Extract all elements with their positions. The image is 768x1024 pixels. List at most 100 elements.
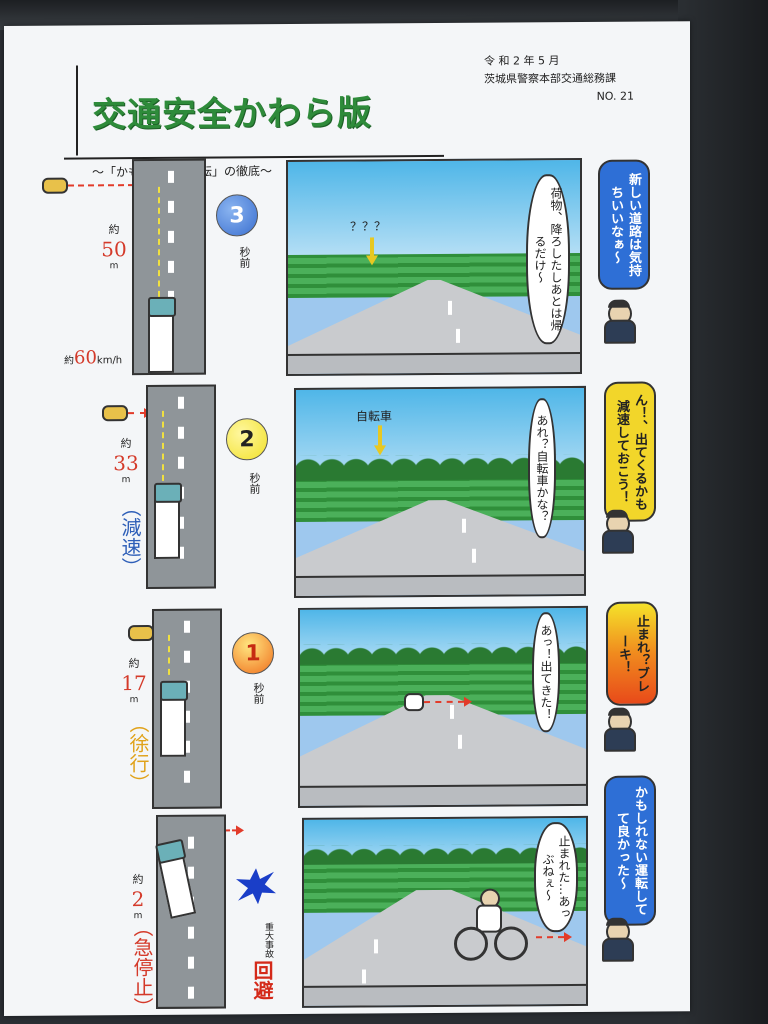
driver-hair (608, 707, 630, 716)
truck-cab (160, 680, 188, 701)
road-marking (450, 704, 454, 719)
distance-label: 約 2 m (118, 871, 158, 921)
speech-bubble: あっ！出てきた！ (532, 612, 560, 733)
issue-date: 令 和 2 年 5 月 (484, 54, 560, 68)
speed-prefix: 約 (64, 355, 74, 367)
dashboard (304, 983, 586, 1006)
poster-screen: 交通安全かわら版 ～「かもしれない運転」の徹底～ 令 和 2 年 5 月 茨城県… (4, 21, 690, 1016)
thought-bubble: ん！、出てくるかも減速しておこう！ (604, 381, 656, 522)
arrow-head-icon (464, 696, 472, 707)
pointer-arrow-icon (366, 255, 378, 266)
overhead-road (152, 608, 222, 809)
seconds-label: 秒前 (238, 246, 251, 269)
cyclist-figure-icon (454, 888, 528, 961)
speed-unit: km/h (96, 355, 123, 367)
distance-value: 50 (101, 237, 127, 262)
distance-label: 約 50 m (94, 221, 134, 271)
cyclist-path-arrow (536, 936, 564, 939)
lane-marking (168, 170, 174, 183)
monitor-bezel-right (678, 0, 768, 1024)
distance-value: 17 (121, 671, 147, 696)
truck-cab (154, 482, 182, 503)
lane-marking (168, 200, 174, 213)
lane-marking (184, 650, 190, 663)
arrow-head-icon (236, 825, 244, 836)
scene-label: ？？？ (350, 219, 387, 234)
dashboard (296, 573, 584, 596)
row-3-seconds: 約 50 m 約60km/h 3 秒前 ？？？ 荷物、降ろしたしあとは帰るだけ～… (4, 151, 690, 381)
cyclist-icon (128, 624, 154, 642)
road-marking (374, 939, 378, 954)
distance-unit: m (109, 261, 119, 272)
driver-body (602, 937, 634, 962)
cyclist-icon (42, 177, 68, 194)
cyclist-marker-icon (42, 177, 68, 194)
driver-view-panel: ？？？ 荷物、降ろしたしあとは帰るだけ～ (286, 157, 582, 377)
row-1-second: 約 17 m （徐行） 1 秒前 あっ！出てきた！ 止まれ？ブレーキ！ (4, 601, 690, 816)
driver-view-panel: 自転車 あれ？自転車かな？ (294, 385, 586, 598)
lane-marking (188, 866, 194, 879)
issuer-name: 茨城県警察本部交通総務課 (484, 71, 616, 86)
distance-unit: m (121, 475, 131, 486)
thought-bubble: 止まれ？ブレーキ！ (606, 601, 658, 706)
seconds-value: 3 (229, 202, 245, 228)
truck-cab (148, 296, 176, 317)
pointer-stem (378, 425, 382, 448)
lane-marking (178, 396, 184, 409)
truck-cab (154, 838, 187, 865)
road-marking (456, 328, 460, 343)
road-marking (458, 734, 462, 749)
seconds-value: 1 (245, 640, 261, 666)
lane-marking (178, 456, 184, 469)
distance-value: 2 (131, 887, 145, 912)
road-marking (362, 969, 366, 984)
overhead-road (132, 158, 206, 376)
driver-body (604, 727, 636, 752)
lane-marking (184, 620, 190, 633)
speech-bubble: 荷物、降ろしたしあとは帰るだけ～ (526, 174, 570, 345)
lane-marking (188, 926, 194, 939)
lane-marking (168, 230, 174, 243)
driver-avatar (602, 509, 634, 554)
action-label: （減速） (118, 497, 142, 578)
seconds-badge: 3 (216, 194, 258, 237)
lane-marking (178, 426, 184, 439)
cyclist-icon (102, 405, 128, 422)
impact-burst-icon (236, 868, 276, 904)
truck-icon (154, 838, 197, 919)
poster-title: 交通安全かわら版 (92, 93, 372, 136)
dashboard (300, 783, 586, 806)
thought-bubble: かもしれない運転してて良かった～ (604, 775, 656, 926)
cyclist-path-arrow (68, 184, 134, 187)
seconds-label: 秒前 (252, 682, 265, 705)
lane-marking (188, 956, 194, 969)
lane-marking (184, 770, 190, 783)
truck-icon (154, 482, 182, 559)
seconds-value: 2 (239, 426, 255, 452)
driver-view-panel: あっ！出てきた！ (298, 605, 588, 808)
distance-prefix: 約 (132, 873, 144, 887)
road-marking (462, 518, 466, 533)
driver-hair (608, 299, 630, 308)
title-vertical-rule (76, 65, 78, 156)
dashboard (288, 351, 580, 375)
road-marking (448, 300, 452, 315)
driver-avatar (604, 707, 636, 752)
speech-bubble: あれ？自転車かな？ (528, 398, 556, 539)
travel-path (158, 186, 160, 297)
distance-label: 約 33 m (106, 435, 146, 485)
distance-label: 約 17 m (114, 655, 154, 705)
lane-marking (188, 836, 194, 849)
bike-wheel-rear (494, 926, 528, 961)
serious-accident-label: 重大事故 (263, 922, 273, 959)
distance-value: 33 (113, 451, 139, 476)
distance-unit: m (129, 695, 139, 706)
seconds-badge: 1 (232, 632, 274, 675)
travel-path (168, 634, 170, 675)
truck-icon (160, 680, 188, 757)
lane-marking (168, 260, 174, 273)
speed-value: 60 (74, 347, 97, 369)
row-stop: 約 2 m （急停止） 重大事故 回避 止まれた…あっぶねぇ～ (4, 775, 690, 1016)
driver-avatar (602, 917, 634, 962)
action-label: （徐行） (126, 712, 150, 794)
